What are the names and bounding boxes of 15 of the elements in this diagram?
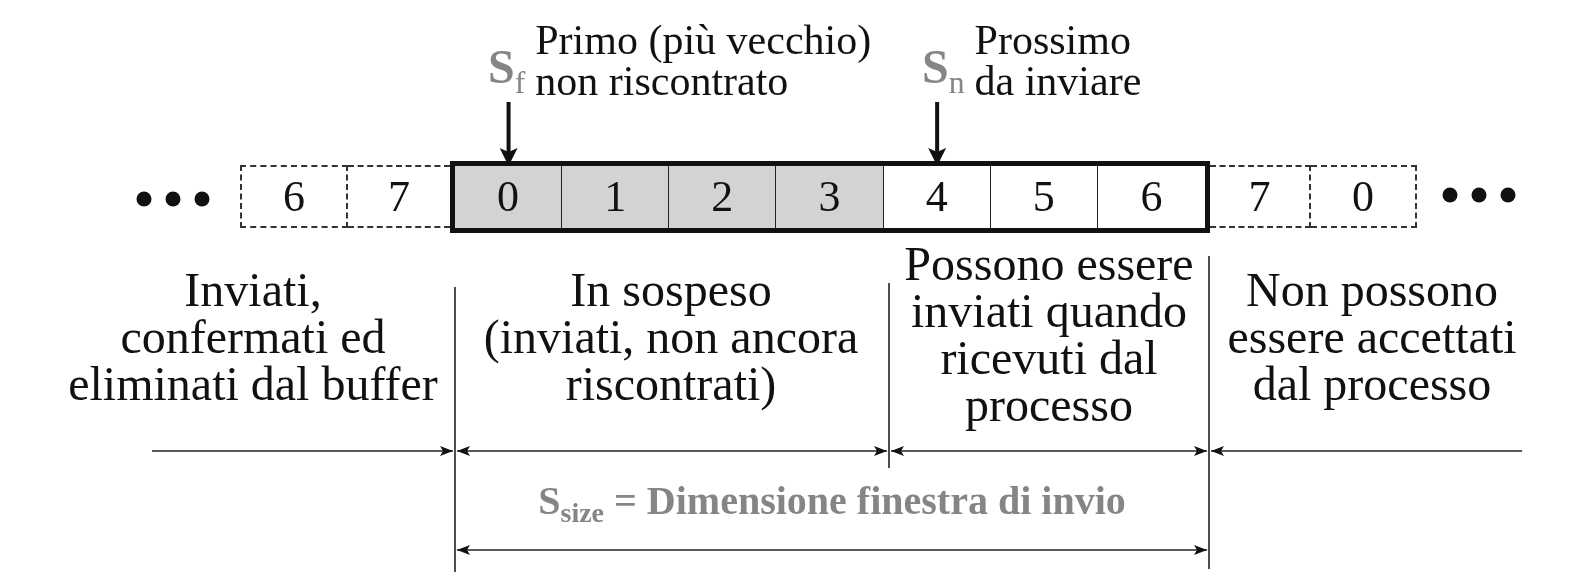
region-description: Inviati, confermati ed eliminati dal buffer <box>68 266 438 407</box>
sequence-number-cell: 0 <box>1311 165 1417 228</box>
sequence-number-cell: 3 <box>776 166 884 228</box>
sequence-number-cell: 7 <box>348 165 450 228</box>
pointer-symbol: S$_{n}$ <box>922 43 965 91</box>
sequence-number-cell: 2 <box>669 166 777 228</box>
window-size-label: S$_{size}$ = Dimensione finestra di invio <box>538 479 1126 523</box>
sequence-number-cell: 0 <box>455 166 563 228</box>
send-window-frame <box>450 161 1210 233</box>
pointer-description: Prossimo da inviare <box>974 20 1142 102</box>
pointer-symbol: S$_{f}$ <box>488 43 526 91</box>
sequence-number-cell: 6 <box>240 165 348 228</box>
pointer-description: Primo (più vecchio) non riscontrato <box>535 20 872 102</box>
sequence-number-cell: 1 <box>562 166 670 228</box>
sequence-number-cell: 7 <box>1210 165 1311 228</box>
